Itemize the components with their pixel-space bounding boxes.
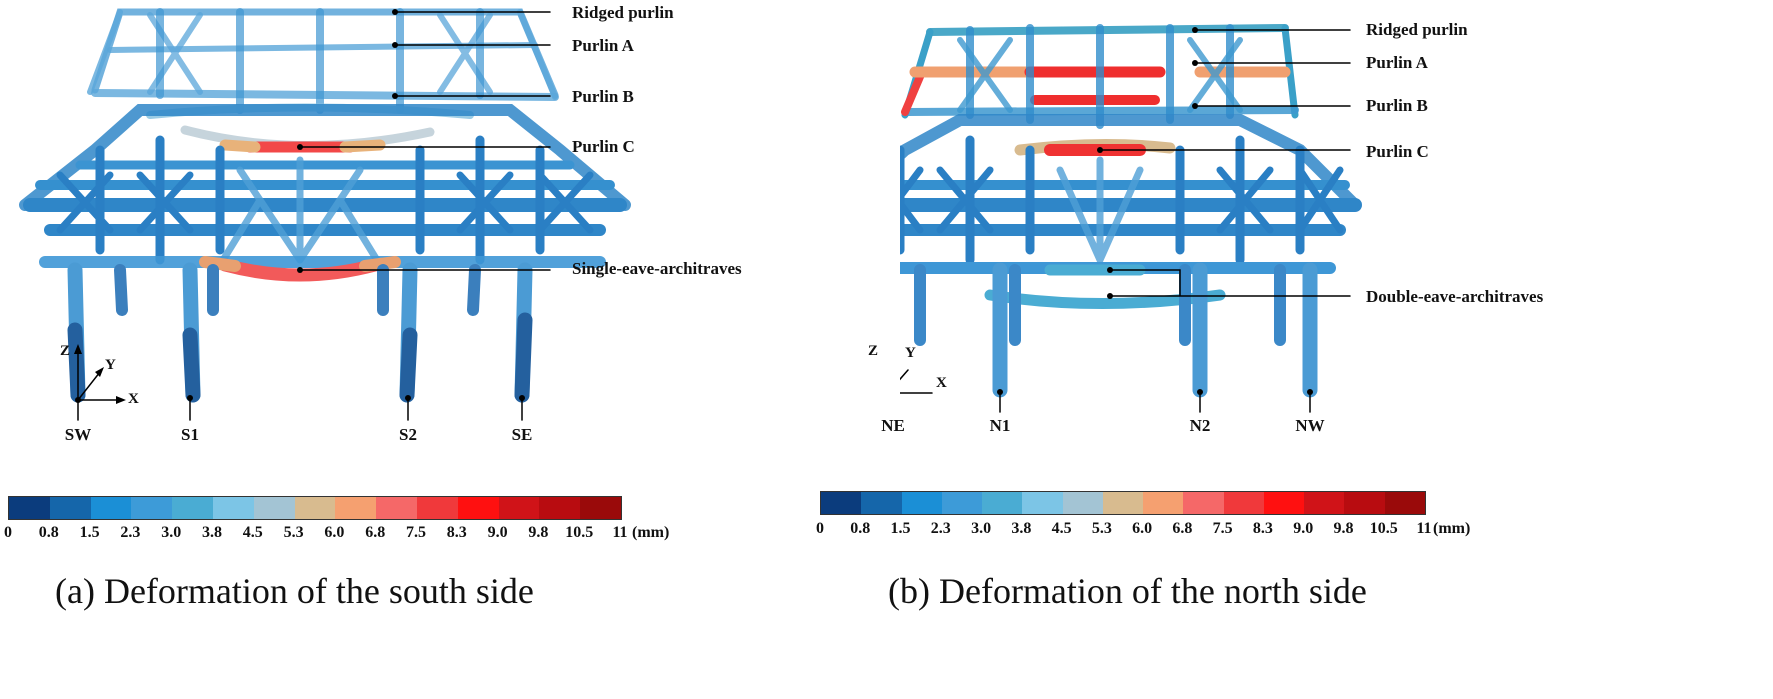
callout-purlin-c: Purlin C (572, 137, 635, 156)
callout-purlin-a: Purlin A (1366, 53, 1428, 72)
colorbar-segment (1223, 492, 1264, 514)
axis-x-label: X (128, 391, 139, 407)
colorbar-segment (335, 497, 377, 519)
colorbar-segment (9, 497, 50, 519)
colorbar-tick-label: 7.5 (1212, 520, 1233, 537)
support-label-s1: S1 (181, 425, 199, 444)
colorbar-segment (821, 492, 862, 514)
colorbar-segment (861, 492, 902, 514)
colorbar-segment (901, 492, 942, 514)
north-structure-model (900, 24, 1362, 413)
support-label-n2: N2 (1189, 416, 1211, 435)
colorbar-tick-label: 2.3 (120, 524, 141, 541)
colorbar-segment (1102, 492, 1144, 514)
colorbar-tick-label: 0 (816, 520, 824, 537)
colorbar-tick-label: 2.3 (930, 520, 951, 537)
colorbar-segment (1304, 492, 1345, 514)
colorbar-tick-label: 4.5 (242, 524, 263, 541)
axis-z-label: Z (60, 343, 71, 359)
callout-ridged-purlin: Ridged purlin (572, 3, 674, 22)
support-label-nw: NW (1295, 416, 1325, 435)
colorbar-segment (580, 497, 621, 519)
colorbar-tick-label: 3.0 (161, 524, 182, 541)
colorbar-segment (539, 497, 581, 519)
colorbar-tick-label: 6.0 (324, 524, 345, 541)
colorbar-tick-label: 8.3 (1252, 520, 1273, 537)
colorbar-south (8, 496, 622, 520)
colorbar-segment (253, 497, 295, 519)
colorbar-segment (457, 497, 499, 519)
support-label-se: SE (511, 425, 533, 444)
callout-single-eave-architraves: Single-eave-architraves (572, 259, 742, 278)
colorbar-tick-label: 5.3 (1091, 520, 1112, 537)
colorbar-tick-label: 9.8 (1333, 520, 1354, 537)
colorbar-segment (416, 497, 458, 519)
colorbar-segment (1183, 492, 1224, 514)
colorbar-tick-label: 10.5 (1369, 520, 1398, 537)
colorbar-tick-label: 9.0 (487, 524, 508, 541)
support-label-s2: S2 (399, 425, 417, 444)
colorbar-segment (1022, 492, 1063, 514)
colorbar-segment (294, 497, 336, 519)
colorbar-tick-label: 3.0 (971, 520, 992, 537)
panel-south: Ridged purlin Purlin A Purlin B Purlin C… (0, 0, 880, 699)
colorbar-segment (498, 497, 540, 519)
callout-ridged-purlin: Ridged purlin (1366, 20, 1468, 39)
colorbar-tick-label: 6.0 (1132, 520, 1153, 537)
colorbar-segment (1143, 492, 1184, 514)
colorbar-tick-label: 1.5 (79, 524, 100, 541)
colorbar-segment (1384, 492, 1425, 514)
colorbar-tick-label: 5.3 (283, 524, 304, 541)
colorbar-segment (941, 492, 983, 514)
colorbar-segment (212, 497, 254, 519)
colorbar-unit-south: (mm) (632, 524, 670, 541)
colorbar-tick-label: 9.0 (1293, 520, 1314, 537)
colorbar-segment (172, 497, 213, 519)
support-label-ne: NE (881, 416, 905, 435)
colorbar-tick-label: 6.8 (365, 524, 386, 541)
north-axis-y-label: Y (905, 345, 916, 361)
colorbar-north (820, 491, 1426, 515)
colorbar-segment (1344, 492, 1385, 514)
panel-north: Ridged purlin Purlin A Purlin B Purlin C… (816, 0, 1773, 699)
colorbar-segment (131, 497, 173, 519)
colorbar-tick-label: 0.8 (38, 524, 59, 541)
colorbar-tick-label: 11 (1416, 520, 1432, 537)
colorbar-tick-label: 6.8 (1172, 520, 1193, 537)
colorbar-segment (376, 497, 417, 519)
colorbar-tick-label: 0.8 (850, 520, 871, 537)
callout-purlin-c: Purlin C (1366, 142, 1429, 161)
support-label-sw: SW (64, 425, 92, 444)
colorbar-tick-label: 9.8 (528, 524, 549, 541)
support-label-n1: N1 (989, 416, 1011, 435)
callout-purlin-a: Purlin A (572, 36, 634, 55)
colorbar-tick-label: 3.8 (1011, 520, 1032, 537)
colorbar-segment (90, 497, 132, 519)
colorbar-ticks-north: 0 0.8 1.5 2.3 3.0 3.8 4.5 5.3 6.0 6.8 7.5 8.3 9.0 9.8… (816, 520, 1432, 540)
colorbar-tick-label: 7.5 (406, 524, 426, 541)
colorbar-tick-label: 3.8 (202, 524, 222, 541)
caption-south: (a) Deformation of the south side (55, 571, 534, 611)
colorbar-segment (982, 492, 1023, 514)
colorbar-segment (1263, 492, 1305, 514)
colorbar-segment (49, 497, 91, 519)
colorbar-tick-label: 8.3 (446, 524, 467, 541)
colorbar-tick-label: 0 (4, 524, 12, 541)
callout-purlin-b: Purlin B (572, 87, 634, 106)
colorbar-unit-north: (mm) (1433, 520, 1471, 537)
colorbar-tick-label: 10.5 (565, 524, 594, 541)
colorbar-ticks-south: 0 0.8 1.5 2.3 3.0 3.8 4.5 5.3 6.0 6.8 7.5 8.3 9.0 9.8… (4, 524, 628, 544)
north-axis-x-label: X (936, 375, 947, 391)
colorbar-tick-label: 11 (612, 524, 628, 541)
colorbar-segment (1062, 492, 1103, 514)
axis-y-label: Y (105, 357, 116, 373)
callout-purlin-b: Purlin B (1366, 96, 1428, 115)
colorbar-tick-label: 4.5 (1051, 520, 1072, 537)
colorbar-tick-label: 1.5 (890, 520, 911, 537)
south-structure-model (19, 8, 631, 421)
north-axis-z-label: Z (868, 343, 879, 359)
caption-north: (b) Deformation of the north side (888, 571, 1367, 611)
callout-double-eave-architraves: Double-eave-architraves (1366, 287, 1544, 306)
